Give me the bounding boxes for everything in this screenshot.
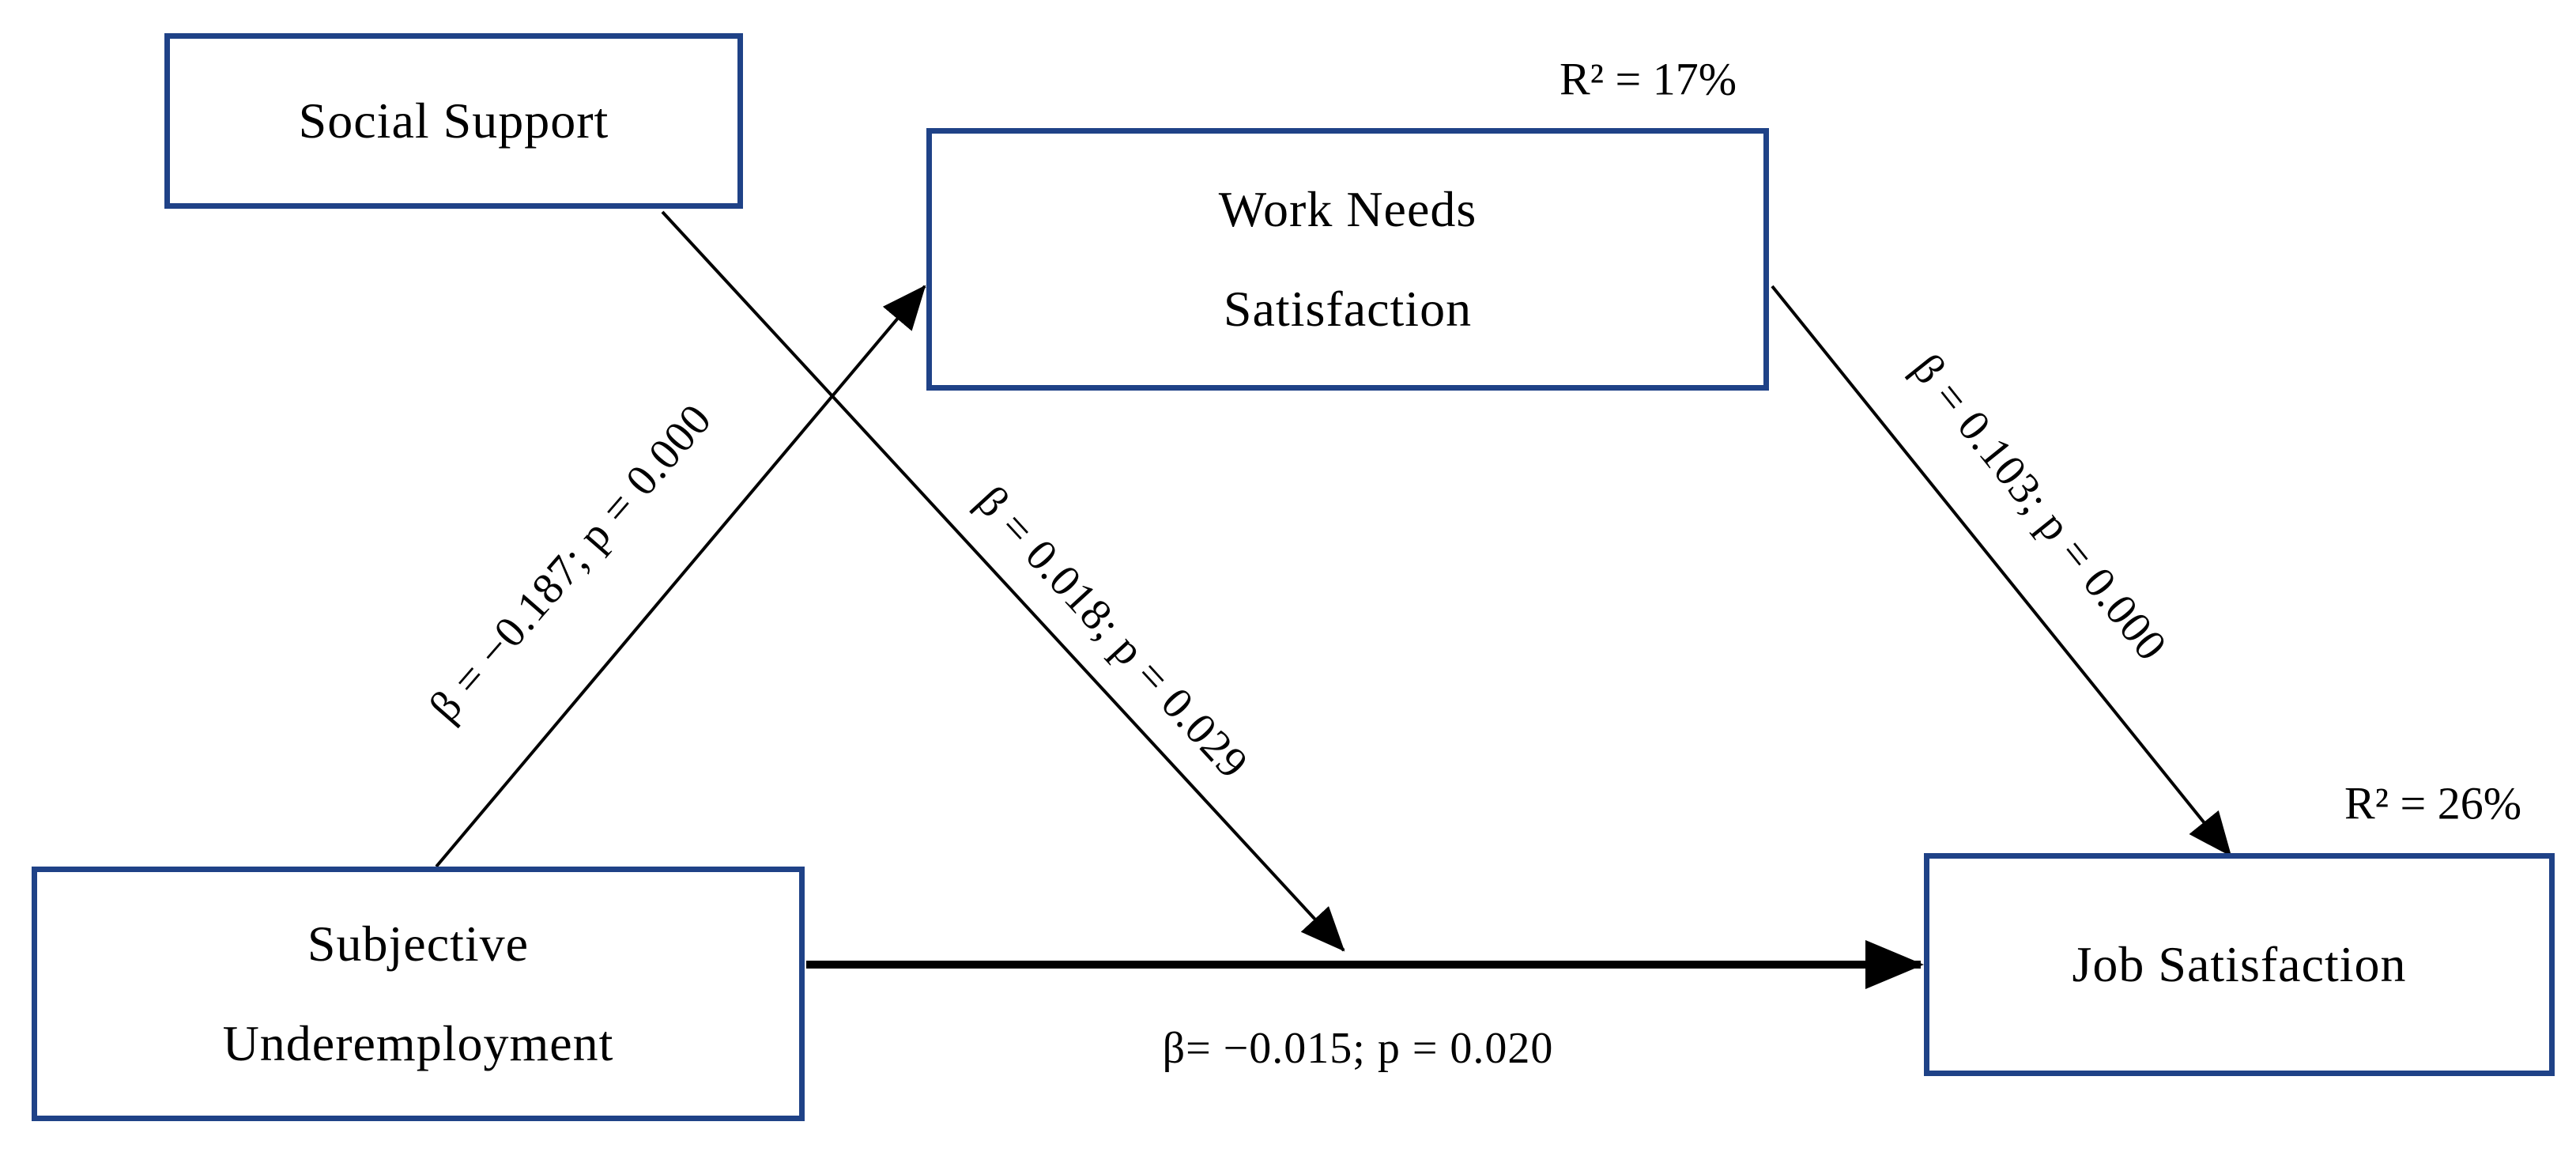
coefficient-underemployment-to-job-satisfaction: β= −0.015; p = 0.020 (1162, 1024, 1554, 1073)
box-work-needs-satisfaction: Work Needs Satisfaction (926, 128, 1769, 391)
box-subjective-underemployment: Subjective Underemployment (32, 867, 805, 1121)
box-job-satisfaction: Job Satisfaction (1924, 853, 2555, 1076)
r-squared-work-needs: R² = 17% (1559, 53, 1737, 105)
box-work-needs-label-line2: Satisfaction (1223, 281, 1473, 337)
arrow-work-needs-to-job-satisfaction (1771, 285, 2232, 857)
box-job-satisfaction-label: Job Satisfaction (2072, 936, 2407, 992)
box-subjective-underemployment-label-line2: Underemployment (222, 1015, 614, 1071)
box-social-support: Social Support (164, 33, 743, 209)
box-subjective-underemployment-label-line1: Subjective (307, 916, 530, 972)
arrow-underemployment-to-work-needs (435, 285, 926, 868)
arrow-social-support-to-job-satisfaction (661, 210, 1345, 952)
r-squared-job-satisfaction: R² = 26% (2344, 777, 2522, 829)
box-work-needs-label-line1: Work Needs (1218, 181, 1477, 237)
box-social-support-label: Social Support (298, 93, 609, 149)
